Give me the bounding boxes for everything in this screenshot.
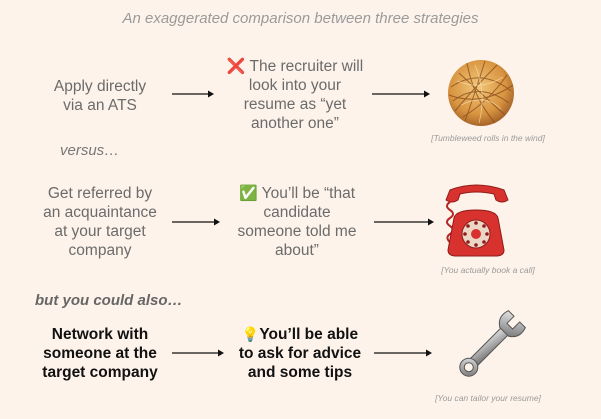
strategy-line: Apply directly (53, 78, 147, 95)
tumbleweed-icon (448, 60, 514, 126)
strategy-line: via an ATS (63, 97, 137, 114)
diagram-title: An exaggerated comparison between three … (122, 10, 479, 27)
arrow-right-icon (172, 218, 220, 226)
wrench-icon (459, 310, 526, 377)
outcome-line: candidate (263, 204, 331, 221)
separator-versus: versus… (60, 142, 120, 159)
strategy-line: company (68, 242, 132, 259)
outcome-line: someone told me (237, 223, 357, 240)
strategy-line: Get referred by (47, 185, 153, 202)
outcome-line: You’ll be “that (261, 185, 356, 202)
outcome-line: resume as “yet (243, 96, 347, 113)
strategy-network: Network with someone at the target compa… (25, 325, 175, 382)
outcome-recruiter: ❌ The recruiter will look into your resu… (210, 57, 380, 133)
strategy-line: an acquaintance (43, 204, 157, 221)
outcome-line: to ask for advice (238, 345, 362, 362)
strategy-line: at your target (54, 223, 146, 240)
caption-telephone: [You actually book a call] (441, 265, 535, 275)
strategy-apply-directly: Apply directly via an ATS (40, 77, 160, 115)
strategy-line: target company (42, 364, 158, 381)
arrow-right-icon (374, 349, 432, 357)
check-mark-icon: ✅ (238, 185, 258, 202)
outcome-line: and some tips (247, 364, 353, 381)
cross-mark-icon: ❌ (226, 58, 246, 75)
arrow-right-icon (172, 349, 224, 357)
outcome-line: about” (275, 242, 319, 259)
arrow-right-icon (372, 90, 430, 98)
strategy-line: someone at the (43, 345, 157, 362)
light-bulb-icon: 💡 (241, 326, 260, 342)
arrow-right-icon (374, 218, 434, 226)
outcome-line: look into your (248, 77, 342, 94)
outcome-that-candidate: ✅ You’ll be “that candidate someone told… (222, 184, 372, 260)
strategy-line: Network with (51, 326, 149, 343)
caption-wrench: [You can tailor your resume] (435, 393, 541, 403)
arrow-right-icon (172, 90, 214, 98)
outcome-line: You’ll be able (259, 326, 359, 343)
strategy-get-referred: Get referred by an acquaintance at your … (30, 184, 170, 260)
telephone-icon (445, 184, 509, 257)
caption-tumbleweed: [Tumbleweed rolls in the wind] (431, 133, 545, 143)
outcome-line: another one” (251, 115, 339, 132)
outcome-ask-advice: 💡You’ll be able to ask for advice and so… (226, 325, 374, 382)
separator-but-you-could-also: but you could also… (35, 292, 183, 309)
outcome-line: The recruiter will (249, 58, 364, 75)
